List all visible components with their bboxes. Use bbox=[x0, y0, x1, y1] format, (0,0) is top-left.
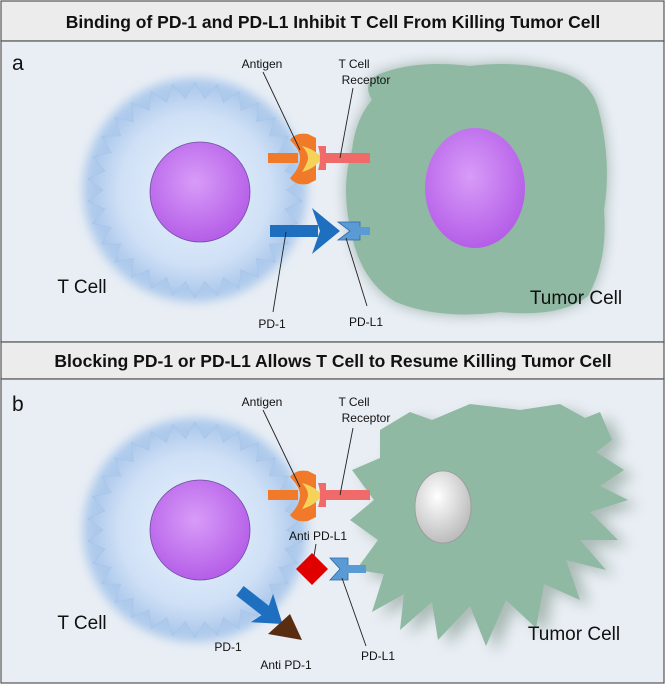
tcr-leader-a bbox=[339, 87, 354, 159]
dying-tumor-body bbox=[350, 404, 628, 646]
tcr-leader-b bbox=[339, 427, 354, 496]
pdl1-label-b: PD-L1 bbox=[361, 649, 395, 663]
pd1-receptor-b bbox=[236, 586, 283, 625]
antigen-b bbox=[268, 470, 322, 522]
t-cell-label-b: T Cell bbox=[57, 613, 106, 634]
panel-b-header bbox=[0, 341, 665, 380]
panel-a-title: Binding of PD-1 and PD-L1 Inhibit T Cell… bbox=[66, 12, 600, 32]
anti-pdl1-label: Anti PD-L1 bbox=[289, 529, 347, 543]
tumor-cell-label-b: Tumor Cell bbox=[528, 624, 620, 645]
anti-pd1-antibody bbox=[268, 614, 302, 640]
panel-b-title: Blocking PD-1 or PD-L1 Allows T Cell to … bbox=[54, 351, 611, 371]
tcr-label-b-line1: T Cell bbox=[338, 395, 369, 409]
anti-pd1-label: Anti PD-1 bbox=[260, 658, 312, 672]
t-cell-label-a: T Cell bbox=[57, 277, 106, 298]
pdl1-leader-a bbox=[345, 237, 368, 307]
tcr-label-a-line2: Receptor bbox=[342, 73, 391, 87]
antigen-label-a: Antigen bbox=[242, 57, 283, 71]
antigen-leader-a bbox=[262, 71, 301, 151]
tumor-cell bbox=[346, 64, 607, 315]
pd1-label-b: PD-1 bbox=[214, 640, 242, 654]
t-cell-b bbox=[83, 418, 307, 642]
anti-pdl1-antibody bbox=[296, 553, 328, 585]
pd1-label-a: PD-1 bbox=[258, 317, 286, 331]
tumor-cell-label-a: Tumor Cell bbox=[530, 288, 622, 309]
t-cell bbox=[83, 78, 307, 302]
pdl1-ligand-b bbox=[329, 557, 366, 581]
pd1-leader-a bbox=[272, 231, 287, 313]
pdl1-label-a: PD-L1 bbox=[349, 315, 383, 329]
panel-b: Blocking PD-1 or PD-L1 Allows T Cell to … bbox=[0, 341, 665, 684]
pd1-receptor bbox=[270, 208, 340, 254]
pdl1-ligand bbox=[336, 221, 370, 241]
t-cell-nucleus-b bbox=[149, 479, 251, 581]
panel-a: Binding of PD-1 and PD-L1 Inhibit T Cell… bbox=[0, 0, 665, 343]
antigen-label-b: Antigen bbox=[242, 395, 283, 409]
tcr-label-a-line1: T Cell bbox=[338, 57, 369, 71]
tumor-nucleus bbox=[425, 128, 525, 248]
t-cell-receptor-b bbox=[318, 483, 370, 507]
t-cell-nucleus bbox=[149, 141, 251, 243]
antigen bbox=[268, 133, 322, 185]
antigen-leader-b bbox=[262, 409, 301, 488]
panel-a-letter: a bbox=[12, 52, 24, 75]
dying-tumor-cell bbox=[350, 404, 638, 652]
t-cell-receptor bbox=[318, 146, 370, 170]
tcr-label-b-line2: Receptor bbox=[342, 411, 391, 425]
pdl1-leader-b bbox=[341, 577, 367, 647]
panel-b-letter: b bbox=[12, 393, 24, 416]
dying-tumor-nucleus bbox=[414, 470, 472, 544]
panel-a-header bbox=[0, 0, 665, 42]
anti-pdl1-leader bbox=[313, 543, 317, 557]
